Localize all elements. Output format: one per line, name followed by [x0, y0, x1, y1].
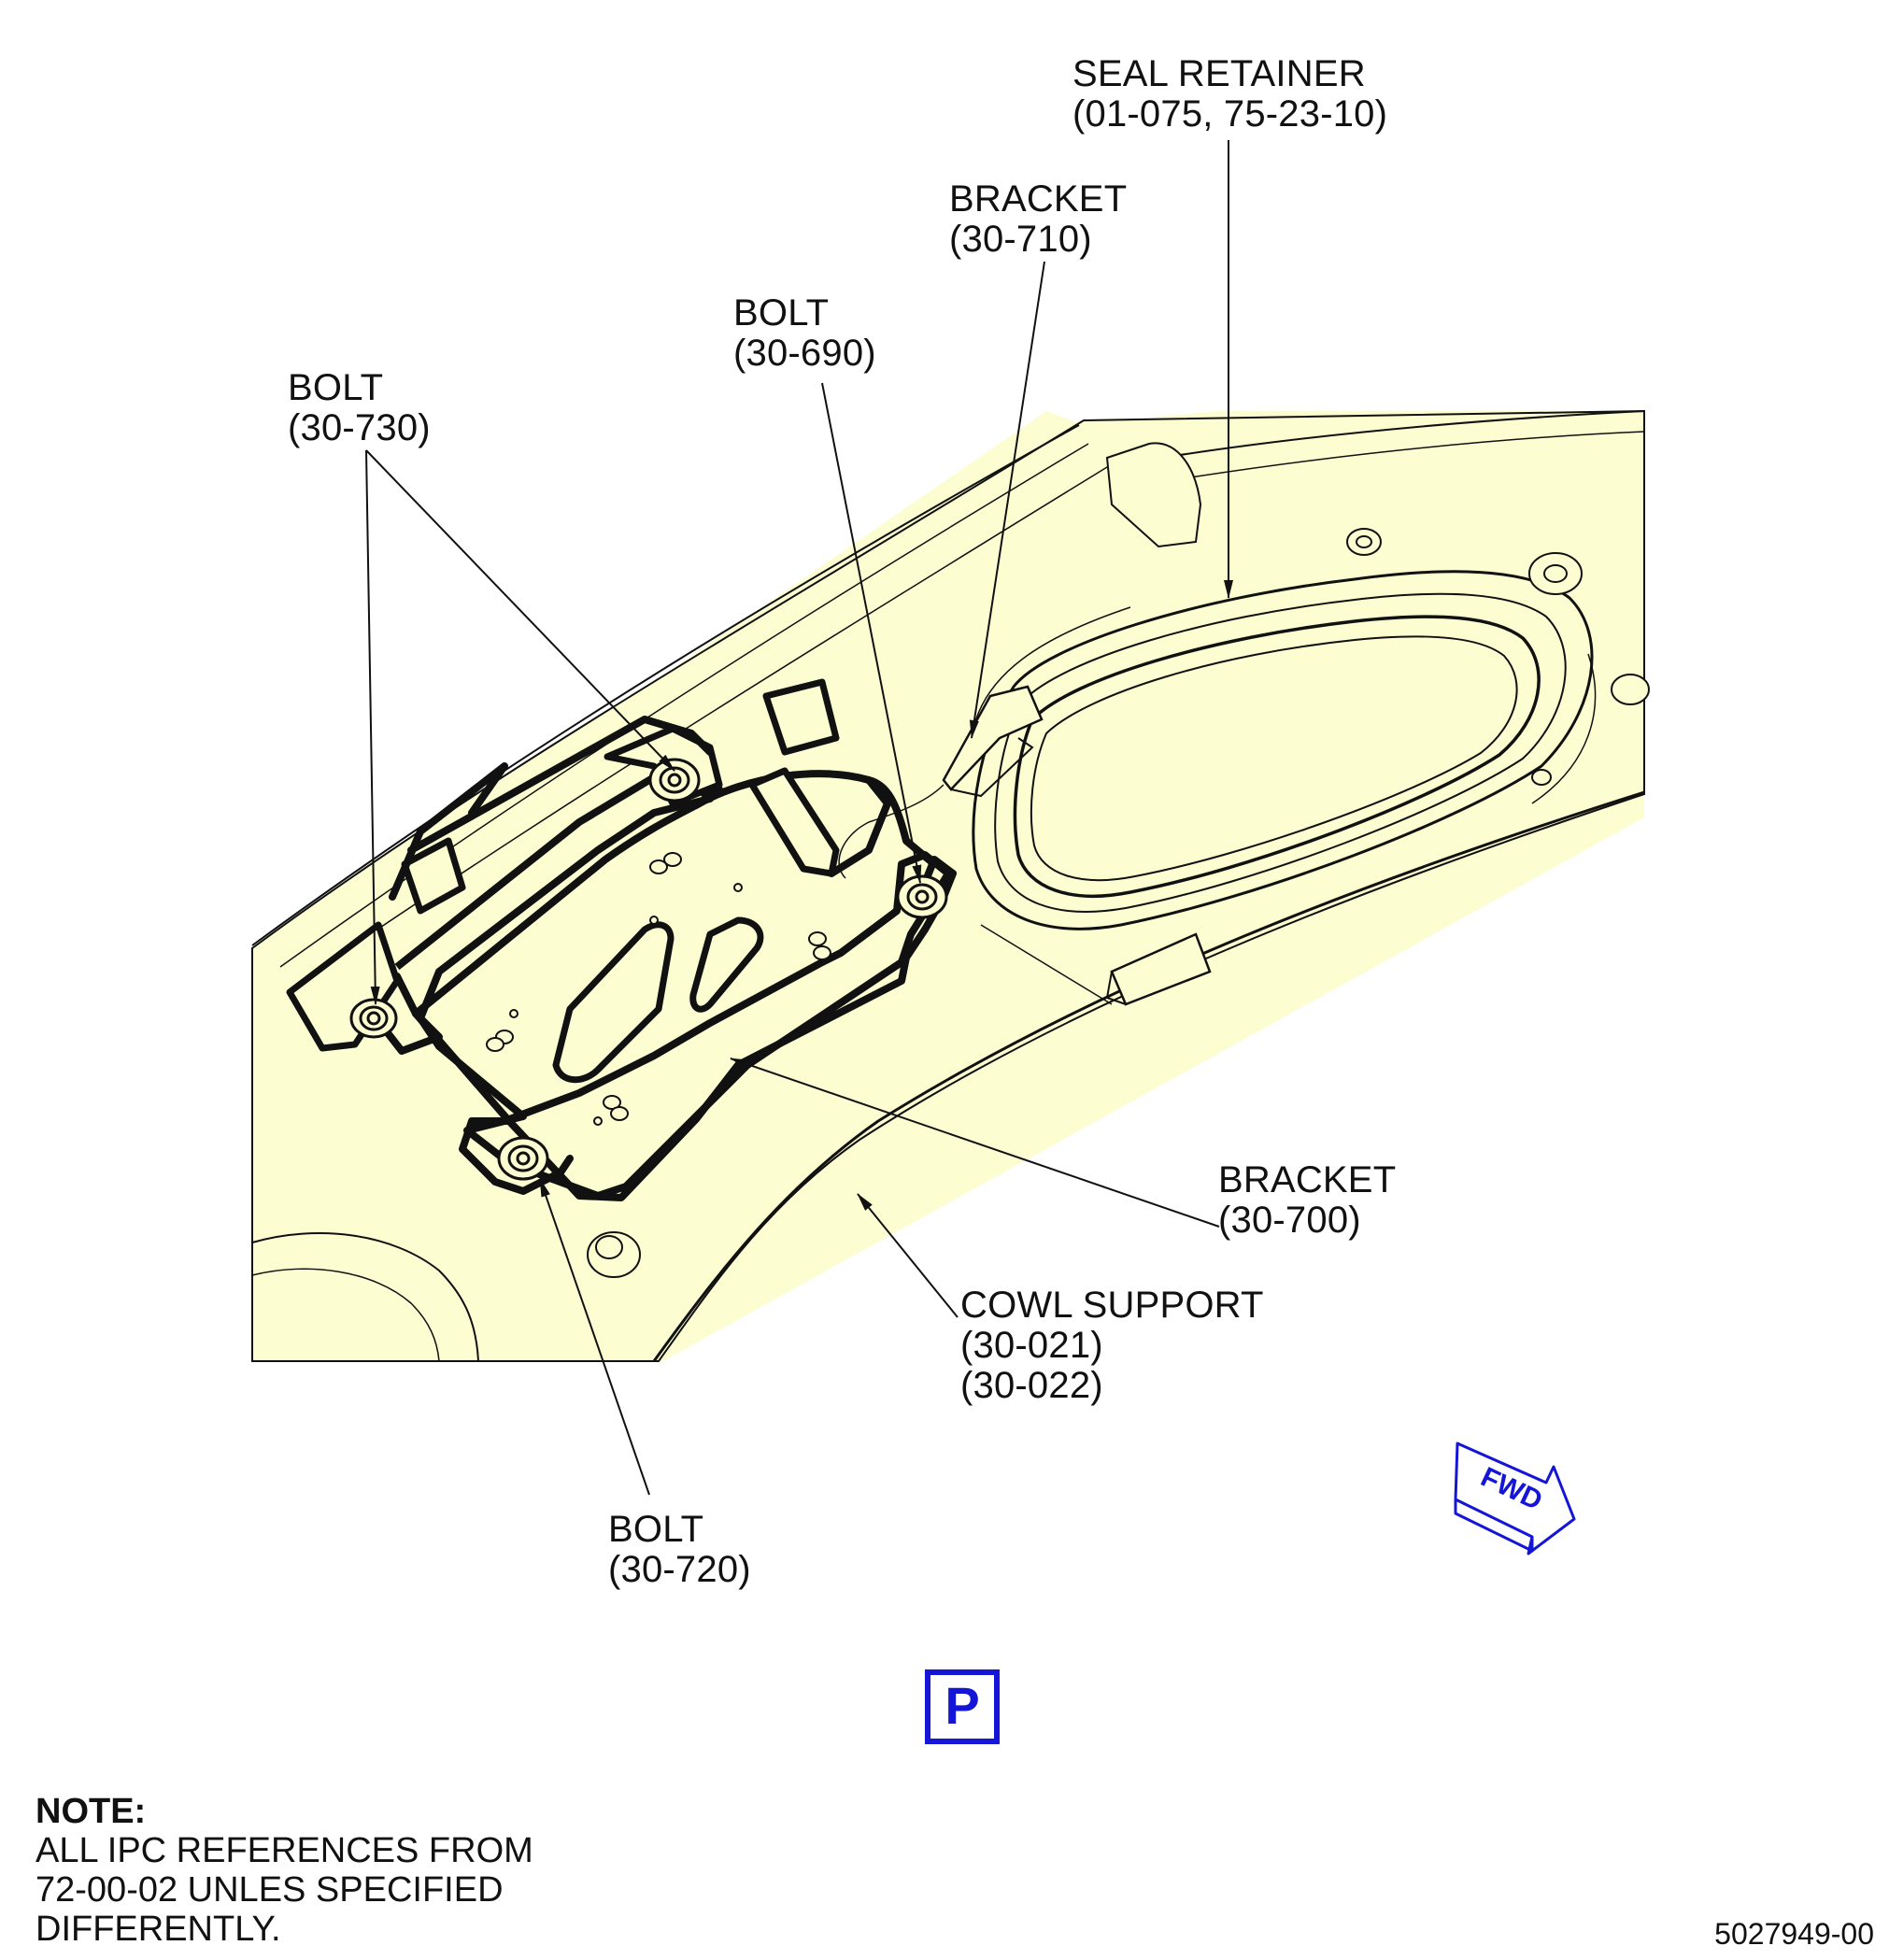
callout-bolt-730-ref: (30-730)	[288, 407, 431, 448]
callout-bolt-690: BOLT (30-690)	[733, 293, 876, 374]
callout-bolt-690-title: BOLT	[733, 292, 830, 334]
callout-bolt-690-ref: (30-690)	[733, 333, 876, 374]
callout-bracket-710: BRACKET (30-710)	[949, 179, 1127, 260]
note-line: DIFFERENTLY.	[36, 1910, 281, 1949]
cowl-flange-line-1	[251, 424, 1080, 946]
callout-bracket-700-ref: (30-700)	[1218, 1200, 1361, 1241]
fwd-arrow-depth	[1454, 1499, 1534, 1553]
bracket-arm	[389, 716, 714, 901]
callout-bolt-730: BOLT (30-730)	[288, 368, 431, 448]
bracket-wire	[838, 784, 944, 879]
callout-bolt-720-title: BOLT	[608, 1509, 704, 1550]
callout-seal-retainer-ref: (01-075, 75-23-10)	[1072, 93, 1388, 135]
leader-bracket-710	[969, 261, 1045, 739]
callout-bolt-720: BOLT (30-720)	[608, 1510, 751, 1590]
callout-bracket-700-title: BRACKET	[1218, 1159, 1397, 1200]
callout-seal-retainer: SEAL RETAINER (01-075, 75-23-10)	[1072, 54, 1387, 135]
callout-bracket-710-title: BRACKET	[949, 178, 1128, 220]
leader-cowl-support	[857, 1193, 959, 1318]
note-line: ALL IPC REFERENCES FROM	[36, 1831, 533, 1870]
bolt-30-730-b	[648, 758, 701, 802]
bolt-30-730-a	[349, 998, 398, 1039]
figure-id: 5027949-00	[1714, 1917, 1874, 1951]
callout-bracket-700: BRACKET (30-700)	[1218, 1160, 1396, 1241]
bracket-30-700-body	[394, 762, 952, 1200]
lower-contour-2	[251, 1268, 440, 1362]
cowl-upper-tab	[1105, 442, 1202, 548]
bracket-holes	[486, 852, 831, 1126]
leader-bolt-690	[821, 382, 922, 884]
view-marker-p: P	[925, 1669, 1000, 1744]
fwd-indicator: FWD	[1454, 1442, 1576, 1555]
bolt-30-690	[896, 874, 948, 919]
callout-cowl-support-ref-2: (30-022)	[960, 1365, 1103, 1406]
leader-bolt-720	[539, 1178, 650, 1496]
seal-retainer	[971, 570, 1597, 930]
callout-cowl-support-title: COWL SUPPORT	[960, 1285, 1264, 1326]
leader-bracket-700	[730, 1058, 1220, 1228]
callout-cowl-support-ref-1: (30-021)	[960, 1325, 1103, 1366]
callout-cowl-support: COWL SUPPORT (30-021) (30-022)	[960, 1285, 1264, 1406]
leader-bolt-730-a	[365, 449, 380, 1005]
note-block: NOTE: ALL IPC REFERENCES FROM 72-00-02 U…	[36, 1792, 533, 1949]
callout-bolt-730-title: BOLT	[288, 367, 384, 408]
callout-bolt-720-ref: (30-720)	[608, 1549, 751, 1590]
leader-lines	[365, 140, 1233, 1496]
lower-oval-bracket	[980, 924, 1212, 1006]
fwd-arrow-icon	[1454, 1442, 1576, 1555]
bolt-30-720	[497, 1136, 549, 1181]
note-line: 72-00-02 UNLES SPECIFIED	[36, 1870, 504, 1910]
cowl-bosses	[587, 528, 1650, 1278]
note-title: NOTE:	[36, 1792, 147, 1831]
bracket-30-710	[942, 685, 1044, 798]
cowl-inner-edge	[652, 790, 1645, 1362]
callout-bracket-710-ref: (30-710)	[949, 219, 1092, 260]
callout-seal-retainer-title: SEAL RETAINER	[1072, 53, 1366, 94]
leader-bolt-730-b	[365, 449, 675, 772]
lower-contour	[251, 1232, 479, 1362]
bracket-cutouts	[552, 916, 764, 1084]
